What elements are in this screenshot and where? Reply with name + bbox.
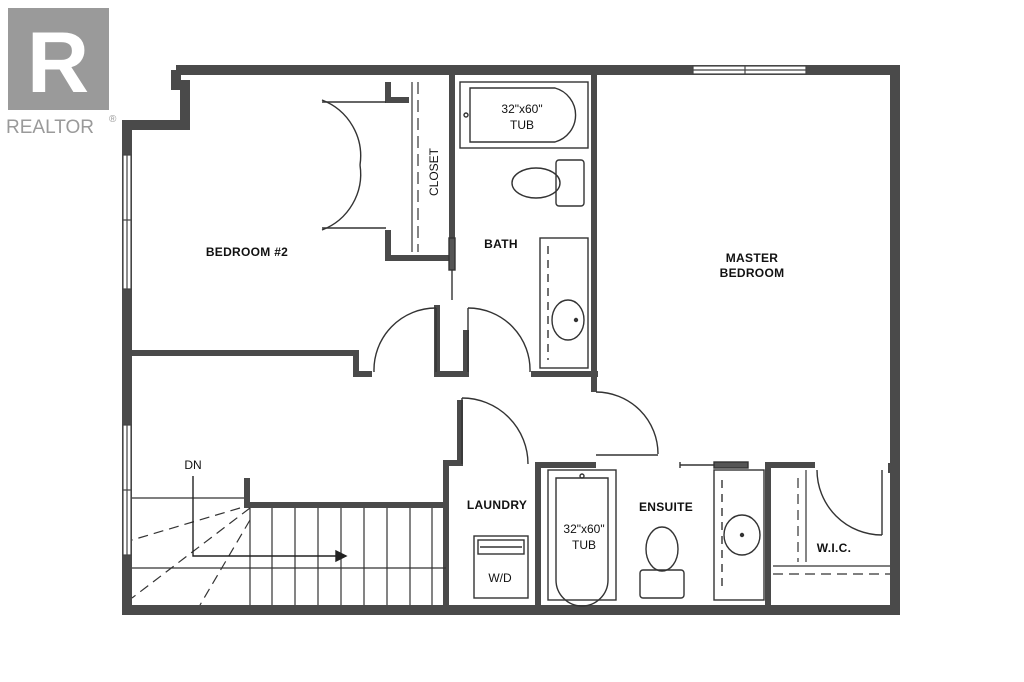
interior-walls bbox=[132, 75, 815, 605]
wall-laundry-west bbox=[443, 400, 463, 605]
wall-closet-bottom bbox=[385, 230, 452, 261]
wall-closet-top bbox=[385, 82, 409, 103]
label-ensuite-tub-size: 32"x60" bbox=[563, 522, 604, 536]
window-left-upper bbox=[122, 154, 132, 290]
label-closet: CLOSET bbox=[427, 147, 441, 196]
stair-arrow bbox=[192, 476, 348, 563]
label-master-line2: BEDROOM bbox=[720, 266, 785, 280]
wall-left-bottom bbox=[122, 70, 900, 615]
label-laundry: LAUNDRY bbox=[467, 498, 527, 512]
logo-letter: R bbox=[27, 15, 89, 111]
realtor-logo[interactable]: R REALTOR ® bbox=[6, 8, 117, 138]
bath-vanity bbox=[539, 237, 589, 369]
label-wic: W.I.C. bbox=[817, 541, 851, 555]
window-left-lower bbox=[122, 424, 132, 556]
label-bath-tub-size: 32"x60" bbox=[501, 102, 542, 116]
exterior-walls bbox=[122, 65, 900, 615]
label-master-line1: MASTER bbox=[726, 251, 778, 265]
logo-registered: ® bbox=[109, 114, 117, 125]
wall-stair-north bbox=[244, 478, 446, 508]
wall-bath-door-jambs bbox=[434, 305, 469, 377]
window-top bbox=[692, 65, 807, 75]
wall-bedroom2-south bbox=[132, 350, 372, 377]
door-closet-upper-swing bbox=[321, 99, 362, 166]
label-bath-tub: TUB bbox=[510, 118, 534, 132]
door-ensuite-pocket bbox=[713, 461, 749, 469]
bath-closet-jamb bbox=[448, 237, 456, 300]
label-bath: BATH bbox=[484, 237, 518, 251]
bath-tub bbox=[459, 81, 589, 149]
label-ensuite: ENSUITE bbox=[639, 500, 693, 514]
logo-wordmark: REALTOR bbox=[6, 117, 94, 138]
wall-top-right bbox=[176, 65, 900, 473]
ensuite-toilet bbox=[639, 526, 685, 599]
label-washer-dryer: W/D bbox=[488, 571, 512, 585]
bath-toilet bbox=[511, 159, 585, 207]
door-master-swing bbox=[595, 391, 659, 455]
door-wic-swing bbox=[816, 469, 883, 536]
label-stairs-down: DN bbox=[184, 458, 201, 472]
washer-dryer bbox=[473, 535, 529, 599]
logo-box bbox=[8, 8, 109, 110]
wic-shelving bbox=[773, 470, 890, 575]
stairs bbox=[131, 497, 446, 606]
ensuite-tub bbox=[547, 469, 617, 607]
ensuite-vanity bbox=[713, 469, 765, 601]
closet-shelf bbox=[411, 82, 419, 252]
label-bedroom-2: BEDROOM #2 bbox=[206, 245, 288, 259]
doors bbox=[321, 99, 883, 536]
door-closet-lower-swing bbox=[321, 164, 362, 231]
door-laundry-swing bbox=[461, 397, 529, 465]
door-bath-swing bbox=[467, 307, 531, 373]
label-ensuite-tub: TUB bbox=[572, 538, 596, 552]
door-bedroom2-swing bbox=[373, 307, 437, 373]
